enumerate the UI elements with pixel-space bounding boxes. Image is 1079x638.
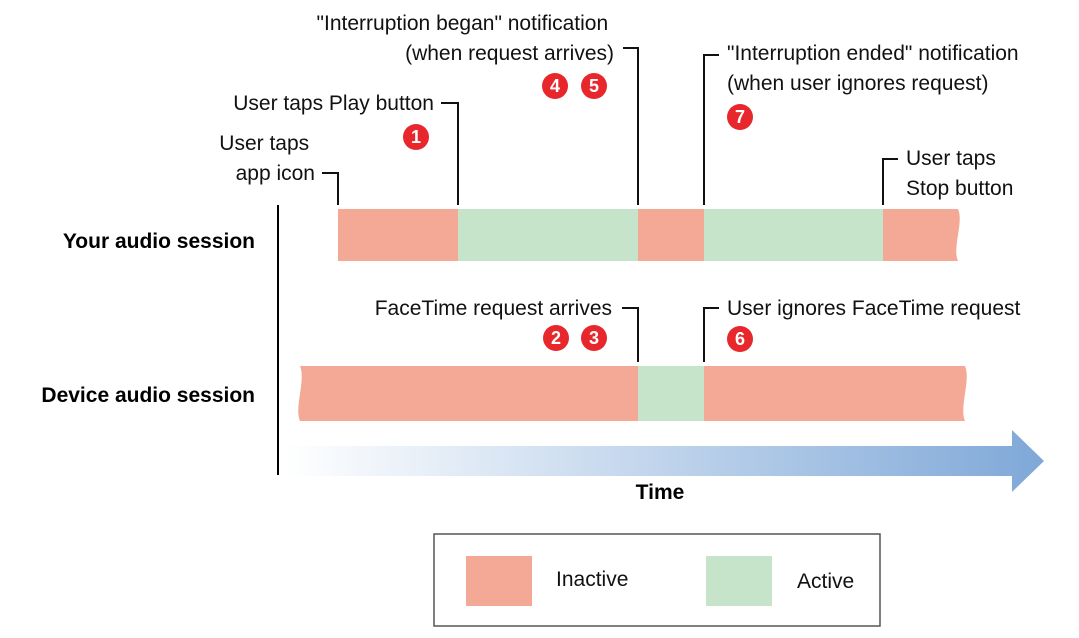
leader-tap-play [441, 102, 459, 205]
your-session-segment-inactive [638, 209, 704, 261]
device-session-segment-active [638, 366, 704, 421]
leader-facetime-arrives [622, 307, 639, 362]
event-tap-app-icon-line2: app icon [236, 162, 315, 185]
step-badge-5-number: 5 [589, 76, 599, 96]
step-badge-6-number: 6 [735, 329, 745, 349]
event-tap-app-icon-line1: User taps [219, 132, 309, 155]
legend-active-swatch [706, 556, 772, 606]
legend: Inactive Active [433, 533, 881, 627]
event-interruption-began-line1: "Interruption began" notification [317, 12, 609, 35]
event-interruption-ended-line2: (when user ignores request) [727, 72, 988, 95]
event-tap-play: User taps Play button [233, 92, 434, 115]
step-badge-7-number: 7 [735, 107, 745, 127]
step-badge-3-number: 3 [589, 328, 599, 348]
your-session-bar [338, 209, 960, 261]
device-session-bar [298, 366, 967, 421]
step-badge-2-number: 2 [551, 328, 561, 348]
event-user-ignores: User ignores FaceTime request [727, 297, 1020, 320]
step-badge-6: 6 [727, 326, 753, 352]
event-tap-app-icon: User taps app icon [219, 132, 315, 185]
step-badge-1: 1 [403, 124, 429, 150]
step-badge-7: 7 [727, 104, 753, 130]
step-badge-4-number: 4 [550, 76, 560, 96]
legend-active-label: Active [797, 570, 854, 593]
time-axis-label: Time [636, 481, 685, 504]
event-interruption-began: "Interruption began" notification (when … [317, 12, 614, 65]
leader-interruption-began [623, 47, 639, 205]
device-session-segment-inactive [704, 366, 967, 421]
time-arrow [285, 430, 1044, 492]
event-interruption-ended-line1: "Interruption ended" notification [727, 42, 1019, 65]
leader-user-ignores [703, 307, 719, 362]
step-badge-2: 2 [543, 325, 569, 351]
step-badge-4: 4 [542, 73, 568, 99]
event-tap-stop: User taps Stop button [906, 147, 1013, 200]
your-session-segment-active [458, 209, 638, 261]
leader-interruption-ended [703, 54, 719, 205]
your-session-segment-active [704, 209, 883, 261]
leader-tap-app-icon [322, 172, 339, 205]
event-interruption-ended: "Interruption ended" notification (when … [727, 42, 1024, 95]
legend-inactive-label: Inactive [556, 568, 628, 591]
legend-inactive-swatch [466, 556, 532, 606]
event-tap-stop-line1: User taps [906, 147, 996, 170]
your-session-segment-inactive [883, 209, 960, 261]
leader-tap-stop [882, 158, 898, 205]
step-badge-3: 3 [581, 325, 607, 351]
event-tap-stop-line2: Stop button [906, 177, 1013, 200]
device-audio-session-label: Device audio session [41, 384, 255, 407]
event-interruption-began-line2: (when request arrives) [405, 42, 614, 65]
device-session-segment-inactive [298, 366, 638, 421]
your-audio-session-label: Your audio session [63, 230, 255, 253]
step-badge-5: 5 [581, 73, 607, 99]
step-badge-1-number: 1 [411, 127, 421, 147]
your-session-segment-inactive [338, 209, 458, 261]
event-facetime-arrives: FaceTime request arrives [375, 297, 612, 320]
